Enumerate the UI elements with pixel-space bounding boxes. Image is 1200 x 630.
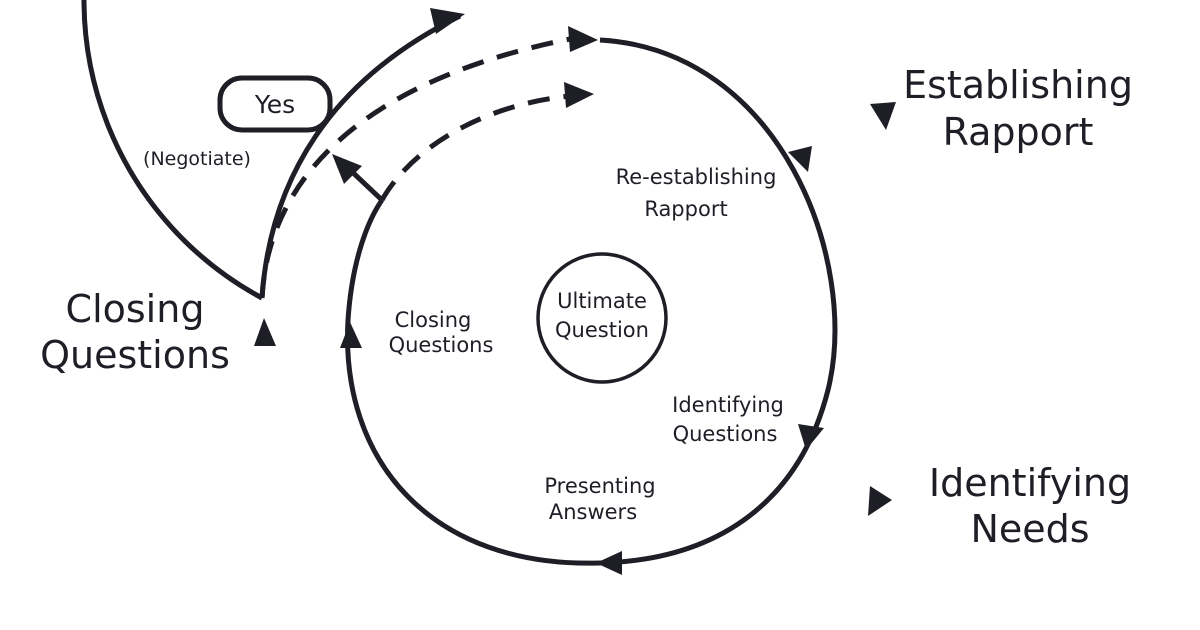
identifying-questions-line1: Identifying [672,393,784,417]
inner-dashed-arrowhead [564,82,594,108]
yes-label: Yes [254,90,295,119]
ultimate-question-circle [536,252,668,384]
identifying-needs-line1: Identifying [929,461,1131,505]
inner-closing-questions-line2: Questions [389,333,494,357]
ultimate-question-line2: Question [555,318,649,342]
inner-cycle-ring [345,37,838,566]
re-establishing-rapport-line1: Re-establishing [616,165,777,189]
negotiate-label: (Negotiate) [143,148,251,170]
inner-presenting-arrowhead [596,551,622,575]
outer-closing-questions-line2: Questions [40,333,230,377]
inner-closing-arrowhead [340,322,362,348]
inner-identifying-arrowhead [798,424,824,450]
outer-cycle-top-arc [259,13,462,299]
identifying-questions-line2: Questions [673,422,778,446]
inner-branch-arrowhead [332,154,362,184]
presenting-answers-line2: Answers [549,500,637,524]
outer-cycle-ring [81,0,760,301]
ultimate-question-line1: Ultimate [557,289,647,313]
outer-dashed-path [259,35,576,299]
outer-closing-arrowhead [254,318,276,346]
establishing-rapport-line1: Establishing [903,63,1133,107]
identifying-needs-line2: Needs [970,507,1089,551]
establishing-rapport-line2: Rapport [943,110,1094,154]
inner-closing-questions-line1: Closing [395,308,472,332]
inner-reestablishing-arrowhead [788,146,812,172]
yes-box [217,75,333,133]
presenting-answers-line1: Presenting [544,474,655,498]
outer-top-arrowhead [430,8,465,34]
outer-needs-arrowhead [868,486,892,516]
outer-establishing-arrowhead [870,102,896,130]
outer-dashed-arrowhead [568,26,598,52]
outer-closing-questions-line1: Closing [66,287,205,331]
re-establishing-rapport-line2: Rapport [644,197,727,221]
inner-dashed-path [379,93,571,202]
